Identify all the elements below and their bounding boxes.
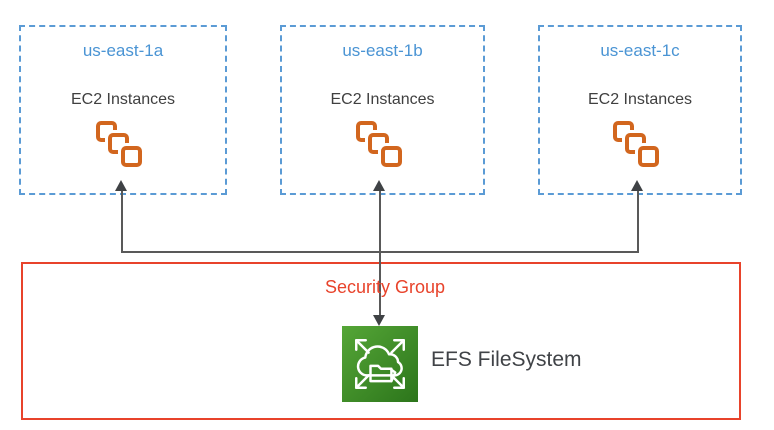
ec2-square-front xyxy=(380,146,402,167)
ec2-square-front xyxy=(121,146,142,167)
arrowhead-down-efs xyxy=(373,315,385,326)
security-group-label: Security Group xyxy=(324,277,446,297)
ec2-square-front xyxy=(638,146,659,167)
connector-vertical-left xyxy=(121,189,123,252)
arrowhead-up-middle xyxy=(373,180,385,191)
ec2-instances-label: EC2 Instances xyxy=(70,91,176,108)
az-name-label: us-east-1c xyxy=(600,41,680,60)
efs-filesystem-icon xyxy=(342,326,418,402)
az-box-us-east-1c: us-east-1c EC2 Instances xyxy=(538,25,742,195)
connector-vertical-right xyxy=(637,189,639,252)
az-name-label: us-east-1a xyxy=(82,41,164,60)
ec2-instances-icon xyxy=(355,121,410,175)
ec2-instances-icon xyxy=(613,121,667,175)
az-name-label: us-east-1b xyxy=(342,41,423,60)
az-box-us-east-1a: us-east-1a EC2 Instances xyxy=(19,25,227,195)
ec2-instances-label: EC2 Instances xyxy=(330,91,435,108)
efs-icon-glyph xyxy=(355,339,405,389)
arrowhead-up-left xyxy=(115,180,127,191)
az-box-us-east-1b: us-east-1b EC2 Instances xyxy=(280,25,485,195)
efs-filesystem-label: EFS FileSystem xyxy=(431,348,582,371)
ec2-instances-icon xyxy=(96,121,150,175)
ec2-instances-label: EC2 Instances xyxy=(587,91,693,108)
connector-vertical-middle xyxy=(379,189,381,316)
arrowhead-up-right xyxy=(631,180,643,191)
